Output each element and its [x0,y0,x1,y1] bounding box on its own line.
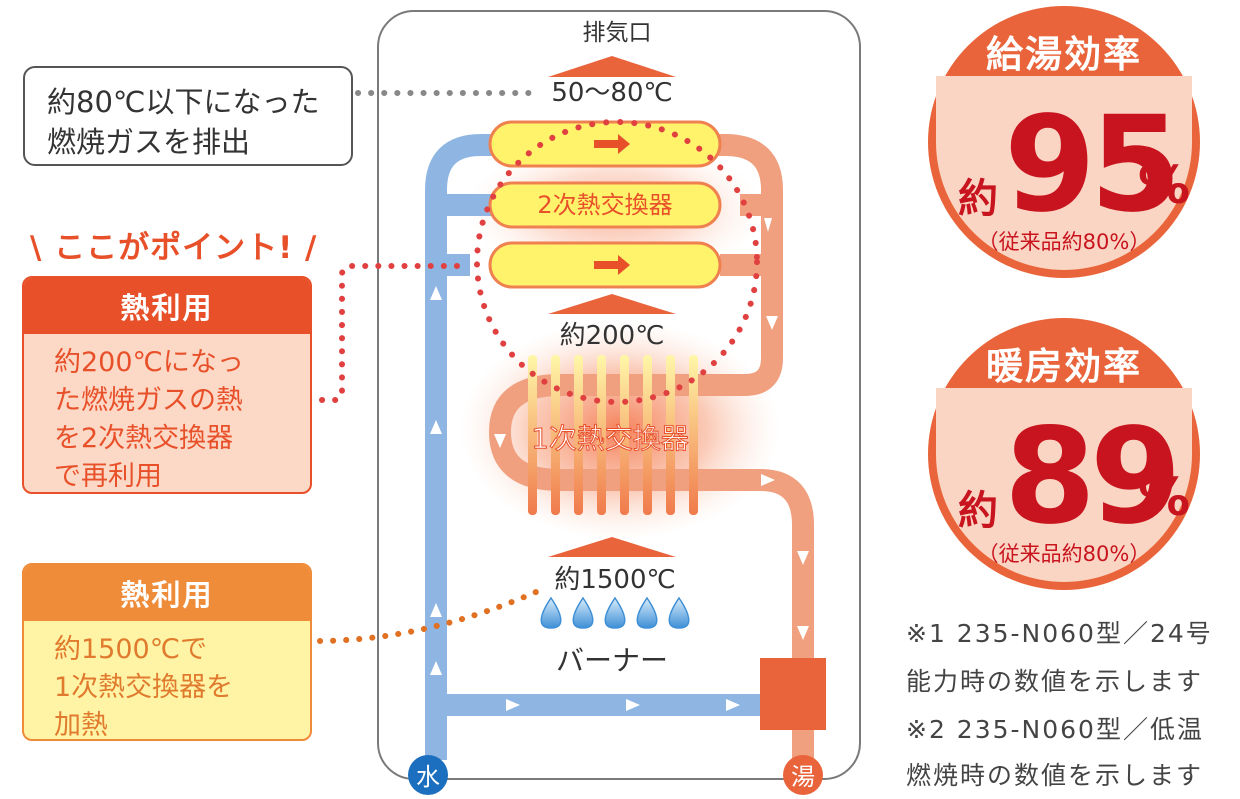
badge-prefix: 約 [958,488,998,534]
heat-use-card-body: 約1500℃で 1次熱交換器を 加熱 [54,634,234,741]
hot-water-label: 湯 [791,763,815,791]
badge-value: 95 [1004,88,1182,242]
heating-efficiency-badge: 暖房効率 約 89 % （従来品約80%） [928,318,1200,590]
burner-heat-arrow [548,537,676,557]
secondary-hx-label: 2次熱交換器 [537,191,672,219]
badge-unit: % [1138,156,1191,216]
badge-title: 給湯効率 [986,33,1142,76]
hot-water-tank [760,658,826,730]
secondary-heat-exchanger [488,120,722,289]
heat-use-card-title: 熱利用 [24,278,310,334]
badge-note: （従来品約80%） [977,542,1151,566]
heat-use-card-primary: 熱利用 約1500℃で 1次熱交換器を 加熱 [22,563,312,741]
flow-arrows [430,218,809,711]
badge-title: 暖房効率 [986,345,1142,388]
point-heading: \ ここがポイント! / [30,230,318,266]
badge-prefix: 約 [958,176,998,222]
badge-value: 89 [1004,400,1182,554]
footnote-1-line-1: ※1 235-N060型／24号 [906,619,1213,648]
footnote-2-line-2: 燃焼時の数値を示します [906,761,1204,790]
exhaust-callout-text: 約80℃以下になった 燃焼ガスを排出 [47,85,320,159]
water-pipe [425,134,780,760]
focus-dotted-circle [474,119,760,405]
exhaust-callout: 約80℃以下になった 燃焼ガスを排出 [23,66,353,166]
burner-flames [540,596,690,629]
badge-unit: % [1138,468,1191,528]
footnote-1-line-2: 能力時の数値を示します [906,667,1204,696]
primary-hx-label: 1次熱交換器 [531,422,689,455]
exhaust-heat-arrow [548,56,676,77]
burner-temp-label: 約1500℃ [554,565,675,595]
hot-water-pipe [489,134,814,760]
hot-water-efficiency-badge: 給湯効率 約 95 % （従来品約80%） [928,6,1200,278]
badge-note: （従来品約80%） [977,230,1151,254]
mid-temp-label: 約200℃ [560,321,665,351]
water-label: 水 [416,763,440,791]
heat-use-card-body: 約200℃になっ た燃焼ガスの熱 を2次熱交換器 で再利用 [54,347,244,492]
exhaust-port-label: 排気口 [583,20,652,46]
heat-use-card-title: 熱利用 [24,565,310,621]
footnote-2-line-1: ※2 235-N060型／低温 [906,715,1204,744]
hot-outlet-marker [783,755,823,795]
primary-heat-exchanger-tubes [528,355,698,515]
mid-heat-arrow [548,294,676,314]
water-inlet-marker [408,755,448,795]
exhaust-temp-label: 50〜80℃ [551,78,672,108]
leader-lines [317,90,548,644]
burner-label: バーナー [556,644,668,677]
heat-use-card-secondary: 熱利用 約200℃になっ た燃焼ガスの熱 を2次熱交換器 で再利用 [22,276,312,494]
